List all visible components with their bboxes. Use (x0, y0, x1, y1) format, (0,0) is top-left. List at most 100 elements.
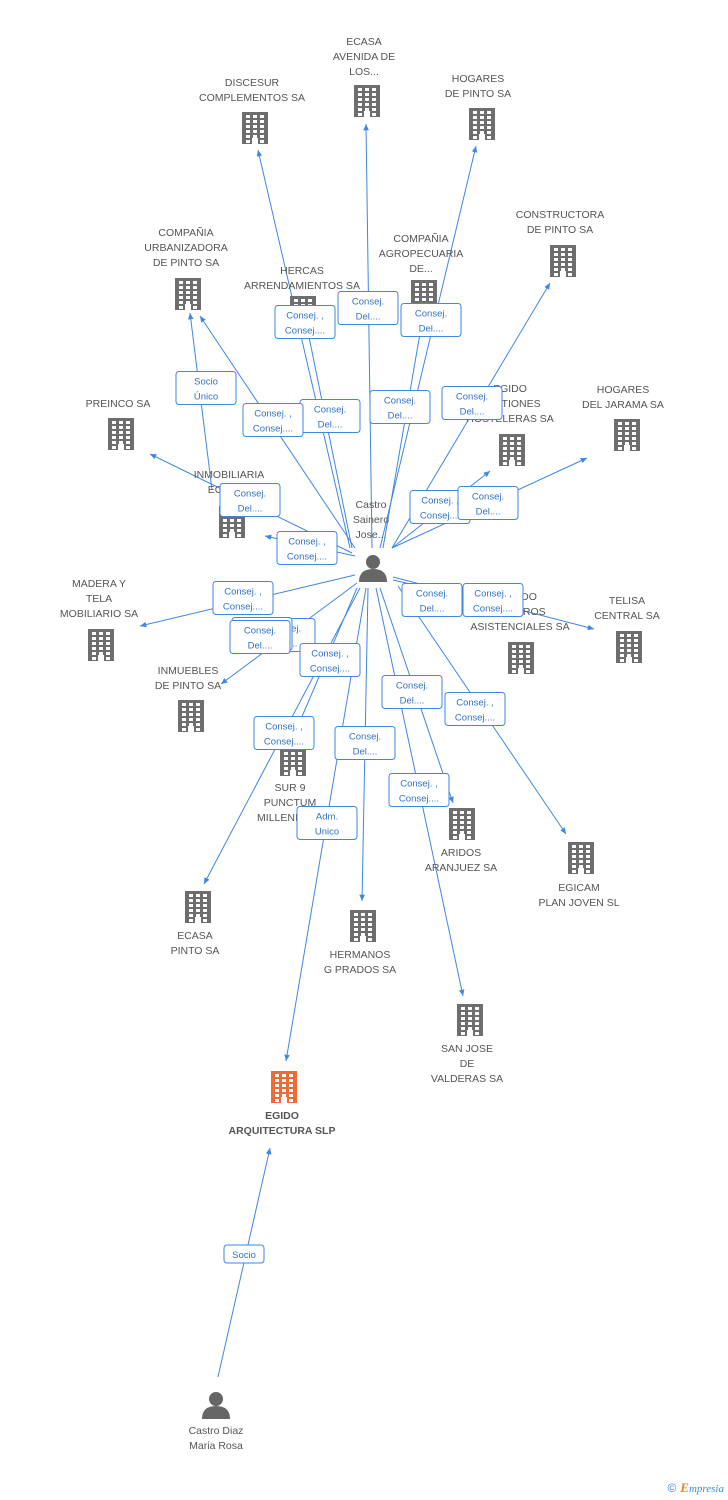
building-icon[interactable] (108, 418, 134, 450)
building-icon[interactable] (614, 419, 640, 451)
edge-label-text: Consej. (352, 297, 384, 308)
edge-label-text: Unico (315, 827, 339, 838)
edge-label-text: Consej. , (400, 779, 438, 790)
edge-label[interactable]: Consej.Del.... (369, 390, 431, 424)
edge-label-text: Del.... (476, 507, 501, 518)
edge-label-text: Del.... (356, 312, 381, 323)
edge-label[interactable]: Socio (223, 1244, 265, 1264)
brand-initial: E (680, 1480, 689, 1495)
building-icon[interactable] (457, 1004, 483, 1036)
edge-label[interactable]: Consej. , Consej.... (462, 583, 524, 617)
edge-label-text: Consej. , (288, 537, 326, 548)
edge-label-text: Consej. , (254, 409, 292, 420)
edge-label-text: Consej. (396, 681, 428, 692)
edge-label[interactable]: Consej. Del.... (381, 675, 443, 709)
edge-label[interactable]: Adm. Unico (296, 806, 358, 840)
building-icon[interactable] (469, 108, 495, 140)
company-node[interactable]: PREINCO SA (86, 398, 151, 450)
empresia-brand[interactable]: ©Empresia (667, 1480, 724, 1496)
edge-label[interactable]: Consej.Del.... (219, 483, 281, 517)
edge-label[interactable]: Consej. ,Consej.... (212, 581, 274, 615)
edge-label-text: Consej. (456, 392, 488, 403)
building-icon[interactable] (350, 910, 376, 942)
building-icon[interactable] (354, 85, 380, 117)
edge-label-text: Consej. (244, 626, 276, 637)
edge-label[interactable]: Consej. , Consej.... (276, 531, 338, 565)
building-icon[interactable] (568, 842, 594, 874)
person-icon[interactable] (202, 1392, 230, 1419)
building-icon[interactable] (175, 278, 201, 310)
building-icon[interactable] (449, 808, 475, 840)
edge-label-text: Consej. , (474, 589, 512, 600)
edge-label-text: Consej. (384, 396, 416, 407)
edge-label[interactable]: Consej.Del.... (401, 583, 463, 617)
edge-label[interactable]: Consej. ,Consej.... (444, 692, 506, 726)
edge-label-text: Del.... (400, 696, 425, 707)
company-name: PREINCO SA (86, 398, 151, 410)
edge-label[interactable]: Consej.Del.... (400, 303, 462, 337)
edge-label[interactable]: Consej.Del.... (299, 399, 361, 433)
edge-label[interactable]: Consej. , Consej.... (388, 773, 450, 807)
edge-label-text: Consej. (234, 489, 266, 500)
edge-label-text: Consej. , (421, 496, 459, 507)
edge-label[interactable]: Consej. ,Consej.... (299, 643, 361, 677)
edge-label-text: Adm. (316, 812, 338, 823)
edge-label[interactable]: Consej. ,Consej.... (274, 305, 336, 339)
person-icon[interactable] (359, 555, 387, 582)
edge-label[interactable]: Consej.Del.... (229, 620, 291, 654)
edge-label[interactable]: Consej.Del.... (457, 486, 519, 520)
building-icon[interactable] (550, 245, 576, 277)
edge-label[interactable]: Consej.Del.... (441, 386, 503, 420)
edge-labels: Consej. Del.... Consej. Del.... Consej. Del..… (175, 291, 524, 1264)
building-icon[interactable] (616, 631, 642, 663)
edge-label-text: Consej.... (473, 604, 513, 615)
building-icon[interactable] (242, 112, 268, 144)
edge-line (382, 315, 425, 549)
building-icon[interactable] (499, 434, 525, 466)
edge-label[interactable]: Consej.Del.... (334, 726, 396, 760)
edge-label[interactable]: Consej. ,Consej.... (253, 716, 315, 750)
building-icon[interactable] (178, 700, 204, 732)
building-icon[interactable] (185, 891, 211, 923)
edge-label-text: Del.... (318, 420, 343, 431)
edge-label-text: Del.... (420, 604, 445, 615)
edge-label-text: Del.... (419, 324, 444, 335)
edge-label-text: Socio (194, 377, 218, 388)
focus-company-icon[interactable] (271, 1071, 297, 1103)
edge-label-text: Consej. , (224, 587, 262, 598)
edge-label[interactable]: Consej. ,Consej.... (242, 403, 304, 437)
building-icon[interactable] (88, 629, 114, 661)
edge-label[interactable]: Consej. Del.... (337, 291, 399, 325)
edge-label-text: Consej.... (287, 552, 327, 563)
building-icon[interactable] (508, 642, 534, 674)
edge-label-text: Consej.... (399, 794, 439, 805)
